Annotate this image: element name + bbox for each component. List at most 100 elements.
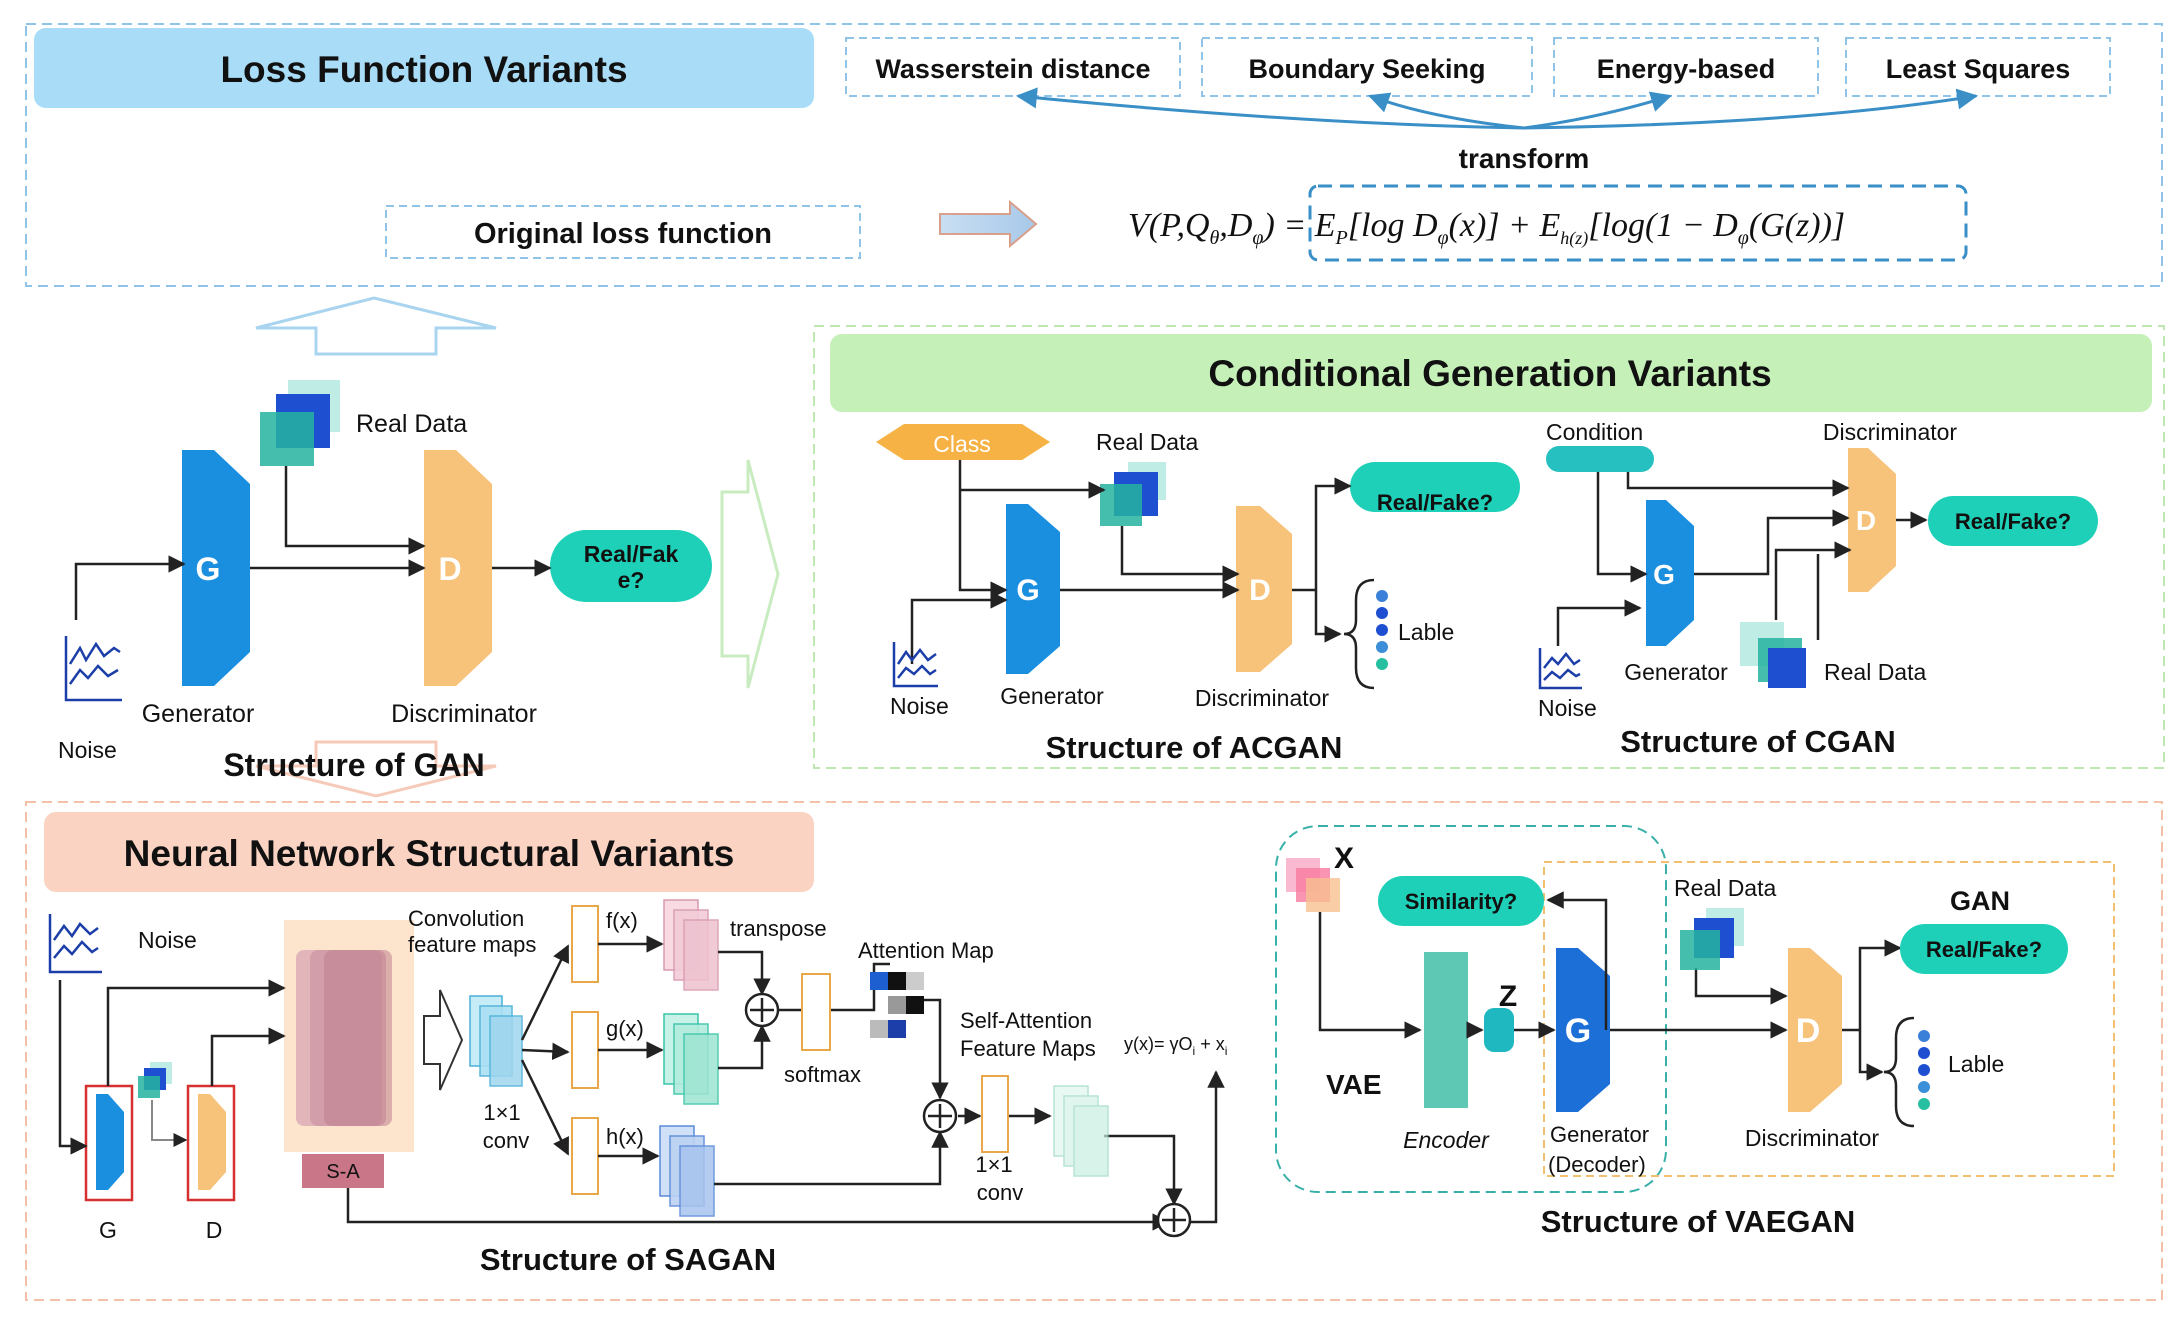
- loss-section-title: Loss Function Variants: [220, 49, 627, 90]
- vaegan-label-dots: [1918, 1030, 1930, 1110]
- gan-discriminator-shape: [424, 450, 492, 686]
- loss-section: Loss Function Variants Wasserstein dista…: [25, 23, 2163, 287]
- vaegan-g-letter: G: [1565, 1012, 1591, 1050]
- vaegan-encoder-label: Encoder: [1403, 1127, 1490, 1153]
- loss-formula: V(P,Qθ,Dφ) = EP[log Dφ(x)] + Eh(z)[log(1…: [1128, 207, 1845, 249]
- sagan-softmax-bar: [801, 973, 831, 1051]
- acgan-g-letter: G: [1016, 574, 1039, 607]
- down-arrow-icon: [255, 740, 497, 798]
- sagan-hx-label: h(x): [606, 1124, 644, 1149]
- sagan-plus-icon-2: [922, 1098, 958, 1134]
- sagan-plus-icon-1: [744, 992, 780, 1028]
- acgan-real-data-label: Real Data: [1096, 429, 1198, 455]
- vaegan-similarity-pill: [1378, 876, 1544, 926]
- vaegan-label-text: Lable: [1948, 1051, 2004, 1077]
- cond-section-title: Conditional Generation Variants: [1208, 353, 1771, 394]
- sagan-branch-arrows: [598, 935, 1225, 1224]
- sagan-real-data-icon: [138, 1062, 172, 1098]
- vaegan-encoder-block: [1424, 952, 1468, 1108]
- vaegan-real-data-label: Real Data: [1674, 875, 1776, 901]
- vaegan-output-pill: [1900, 924, 2068, 974]
- acgan-real-data-icon: [1100, 462, 1166, 526]
- sagan-conv1x1-b-label: 1×1: [975, 1152, 1012, 1177]
- right-arrow-icon: [720, 459, 780, 689]
- sagan: Noise G D S-A: [48, 899, 1227, 1277]
- sagan-conv-bar: [981, 1075, 1009, 1153]
- vaegan-discriminator-shape: [1788, 948, 1842, 1112]
- vaegan-caption: Structure of VAEGAN: [1541, 1204, 1856, 1239]
- cgan-noise-icon: [1538, 648, 1582, 690]
- sagan-conv-maps-label-2: feature maps: [408, 932, 536, 957]
- acgan-output-pill: [1350, 462, 1520, 512]
- cgan-generator-label: Generator: [1624, 659, 1728, 685]
- cgan-connectors: [1556, 472, 1928, 646]
- gan-structure: Real Data G D Real/Fak e? Noise Generato…: [58, 296, 780, 798]
- gan-caption: Structure of GAN: [223, 747, 484, 783]
- cgan-discriminator-shape: [1848, 448, 1896, 592]
- gan-d-letter: D: [438, 551, 461, 587]
- sagan-sa-maps-label-2: Feature Maps: [960, 1036, 1096, 1061]
- gan-generator-label: Generator: [142, 700, 255, 728]
- acgan-caption: Structure of ACGAN: [1046, 730, 1343, 765]
- sagan-sa-maps-label-1: Self-Attention: [960, 1008, 1092, 1033]
- vaegan-discriminator-label: Discriminator: [1745, 1125, 1880, 1151]
- vaegan-vae-label: VAE: [1326, 1069, 1382, 1100]
- sagan-sa-label: S-A: [326, 1161, 360, 1183]
- acgan-discriminator-shape: [1236, 506, 1292, 672]
- acgan-discriminator-label: Discriminator: [1195, 685, 1330, 711]
- vaegan-connectors: [1318, 891, 1915, 1128]
- acgan-label-dots: [1376, 590, 1388, 670]
- sagan-attention-label: Attention Map: [858, 938, 994, 963]
- sagan-noise-icon: [48, 914, 102, 974]
- acgan-class-tag: [876, 424, 1050, 460]
- acgan-class-label: Class: [933, 431, 991, 457]
- sagan-gx-bar: [571, 1011, 599, 1089]
- sagan-feature-stack: [469, 995, 523, 1087]
- sagan-gx-label: g(x): [606, 1016, 644, 1041]
- acgan-label-text: Lable: [1398, 619, 1454, 645]
- loss-variant-boxes: [845, 37, 2111, 97]
- sagan-yx-formula: y(x)= γOi + xi: [1124, 1034, 1227, 1058]
- vaegan-x-icon: [1286, 858, 1340, 912]
- original-loss-arrow-icon: [939, 199, 1038, 249]
- noise-chart-icon: [64, 636, 122, 702]
- vaegan-gan-label: GAN: [1950, 886, 2010, 916]
- vaegan-generator-label: Generator: [1550, 1122, 1649, 1147]
- up-arrow-icon: [255, 296, 497, 356]
- sagan-conv-label: conv: [483, 1128, 529, 1153]
- vaegan: X Similarity? Z G VAE Encoder: [1275, 825, 2115, 1239]
- vaegan-z-cylinder: [1484, 1008, 1514, 1052]
- sagan-conv1x1-label: 1×1: [483, 1100, 520, 1125]
- original-loss-box: [385, 205, 861, 259]
- loss-section-frame: [25, 23, 2163, 287]
- sagan-connectors: [58, 979, 1170, 1231]
- gan-noise-label: Noise: [58, 737, 117, 763]
- sagan-plus-icon-3: [1156, 1202, 1192, 1238]
- gan-generator-shape: [182, 450, 250, 686]
- cgan-g-letter: G: [1653, 559, 1675, 590]
- nn-section: Neural Network Structural Variants Noise…: [25, 801, 2163, 1301]
- formula-highlight-box: [1308, 184, 1968, 262]
- cgan: Condition Discriminator G D Real/Fake?: [1538, 419, 2098, 759]
- loss-variant-wasserstein: Wasserstein distance: [875, 54, 1150, 84]
- sagan-conv-maps-label-1: Convolution: [408, 906, 524, 931]
- acgan-generator-label: Generator: [1000, 683, 1104, 709]
- gan-output-label-2: e?: [618, 567, 645, 593]
- gan-real-data-icon: [260, 380, 340, 466]
- acgan-generator-shape: [1006, 504, 1060, 674]
- cond-section-frame: [813, 325, 2165, 769]
- sagan-hx-bar: [571, 1117, 599, 1195]
- gan-output-label-1: Real/Fak: [584, 541, 679, 567]
- acgan-noise-label: Noise: [890, 693, 949, 719]
- sagan-sa-layer-3: [324, 950, 392, 1126]
- cgan-caption: Structure of CGAN: [1620, 724, 1896, 759]
- cgan-discriminator-label: Discriminator: [1823, 419, 1958, 445]
- vaegan-decoder-label: (Decoder): [1548, 1152, 1646, 1177]
- nn-section-frame: [25, 801, 2163, 1301]
- vaegan-similarity-label: Similarity?: [1405, 889, 1517, 914]
- sagan-noise-label: Noise: [138, 927, 197, 953]
- cgan-output-pill: [1928, 496, 2098, 546]
- cgan-noise-label: Noise: [1538, 695, 1597, 721]
- acgan-connectors: [910, 460, 1375, 690]
